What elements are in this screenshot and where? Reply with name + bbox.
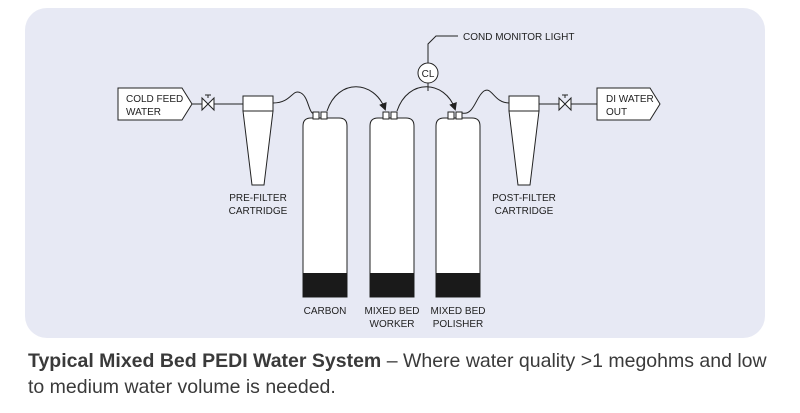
di-out-label-line2: OUT bbox=[606, 107, 627, 118]
post-filter-label-line2: CARTRIDGE bbox=[495, 206, 554, 217]
worker-label-line1: MIXED BED bbox=[364, 306, 419, 317]
cond-monitor-label: COND MONITOR LIGHT bbox=[463, 32, 574, 43]
carbon-label: CARBON bbox=[304, 306, 347, 317]
figure-caption: Typical Mixed Bed PEDI Water System – Wh… bbox=[28, 348, 768, 400]
cold-feed-label-line1: COLD FEED bbox=[126, 94, 183, 105]
post-filter-label-line1: POST-FILTER bbox=[492, 193, 556, 204]
cold-feed-water-box: COLD FEED WATER bbox=[117, 87, 193, 121]
mixed-bed-worker-tank: MIXED BED WORKER bbox=[364, 111, 420, 330]
water-system-diagram: COLD FEED WATER PRE-FILTER CARTRIDGE CAR… bbox=[117, 32, 661, 330]
outlet-valve-icon bbox=[558, 94, 572, 112]
cond-monitor-light: CL COND MONITOR LIGHT bbox=[417, 32, 574, 91]
pre-filter-cartridge: PRE-FILTER CARTRIDGE bbox=[229, 95, 288, 217]
post-filter-cartridge: POST-FILTER CARTRIDGE bbox=[492, 95, 556, 217]
caption-title: Typical Mixed Bed PEDI Water System bbox=[28, 350, 382, 372]
polisher-label-line1: MIXED BED bbox=[430, 306, 485, 317]
cl-label: CL bbox=[422, 69, 435, 80]
caption-body: – Where water quality >1 megohms and low… bbox=[28, 350, 767, 398]
cold-feed-label-line2: WATER bbox=[126, 107, 161, 118]
di-water-out-box: DI WATER OUT bbox=[596, 87, 661, 121]
inlet-valve-icon bbox=[201, 94, 215, 112]
di-out-label-line1: DI WATER bbox=[606, 94, 654, 105]
polisher-label-line2: POLISHER bbox=[433, 319, 484, 330]
worker-label-line2: WORKER bbox=[370, 319, 415, 330]
mixed-bed-polisher-tank: MIXED BED POLISHER bbox=[430, 111, 486, 330]
carbon-tank: CARBON bbox=[302, 111, 348, 317]
pre-filter-label-line2: CARTRIDGE bbox=[229, 206, 288, 217]
pre-filter-label-line1: PRE-FILTER bbox=[229, 193, 287, 204]
